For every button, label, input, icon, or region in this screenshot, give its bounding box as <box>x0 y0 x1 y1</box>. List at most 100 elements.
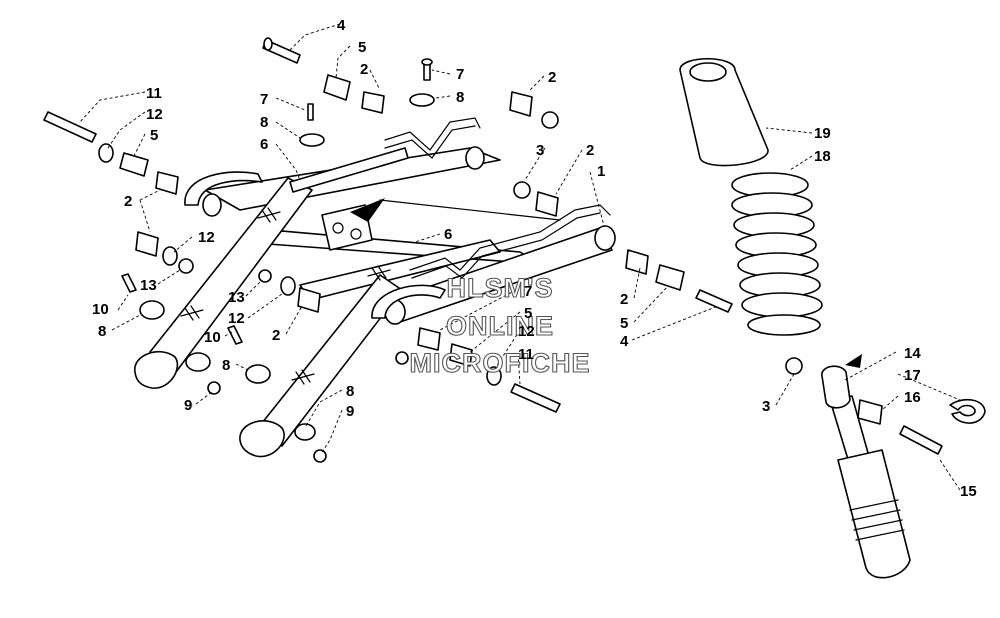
frame-edge <box>379 199 561 221</box>
hardware <box>43 37 733 463</box>
callout-15: 15 <box>960 483 977 500</box>
callout-8-mid: 8 <box>222 357 230 374</box>
bracket-hole-1 <box>332 222 344 234</box>
left-arm-end <box>134 350 179 389</box>
watermark-line-3: MICROFICHE <box>410 348 591 378</box>
callout-12-left: 12 <box>146 106 163 123</box>
callout-12-center: 12 <box>518 323 535 340</box>
left-arm <box>149 177 313 373</box>
washer-left <box>299 133 325 147</box>
nut-9-bottom <box>313 449 327 463</box>
callout-2-right: 2 <box>620 291 628 308</box>
callout-12-left-b: 12 <box>198 229 215 246</box>
rear-tube-end <box>202 193 222 217</box>
callout-9-bottom: 9 <box>346 403 354 420</box>
spacer-center <box>417 327 441 351</box>
callout-7-left: 7 <box>260 91 268 108</box>
watermark: HLSM'S ONLINE MICROFICHE <box>409 272 591 378</box>
hatch-mark-4 <box>291 369 315 385</box>
shock-body-rings <box>849 499 905 541</box>
shock-boot-top <box>689 62 727 82</box>
spacer-2-mid <box>297 287 321 313</box>
spacer-top-right <box>509 91 533 117</box>
coil-spring <box>731 172 823 336</box>
callout-labels: 4 5 2 7 8 2 7 8 6 11 12 5 2 12 13 3 2 1 … <box>92 17 977 500</box>
shock-eye <box>821 365 851 409</box>
callout-8-top: 8 <box>456 89 464 106</box>
callout-16: 16 <box>904 389 921 406</box>
washer-top <box>409 93 435 107</box>
direction-arrow <box>350 198 385 222</box>
callout-6-mid: 6 <box>444 226 452 243</box>
screw-10-left <box>121 273 137 293</box>
spacer-16 <box>857 399 883 425</box>
right-arm-end <box>239 420 285 458</box>
callout-2-lower: 2 <box>272 327 280 344</box>
callout-5-center: 5 <box>524 305 532 322</box>
washer-8-mid-a <box>185 352 211 372</box>
callout-3-shock: 3 <box>762 398 770 415</box>
callout-11-center: 11 <box>518 346 534 363</box>
shock-boot <box>679 57 769 167</box>
watermark-line-2: ONLINE <box>446 311 554 341</box>
nut-13-mid <box>258 269 272 283</box>
washer-8-left <box>139 300 165 320</box>
left-rail-hook <box>184 171 263 206</box>
washer-left-12 <box>98 143 114 163</box>
callout-1: 1 <box>597 163 605 180</box>
clip-17 <box>949 398 986 424</box>
right-main-tube-end <box>594 225 616 251</box>
washer-lower-left <box>162 246 178 266</box>
callout-19: 19 <box>814 125 831 142</box>
callout-8-lower: 8 <box>98 323 106 340</box>
callout-17: 17 <box>904 367 921 384</box>
shock-arrow <box>845 354 862 368</box>
top-rail-bend-2 <box>384 125 476 159</box>
callout-5-left: 5 <box>150 127 158 144</box>
hatch-mark-3 <box>367 265 391 281</box>
shock-assembly <box>679 57 986 579</box>
bolt-left <box>43 111 97 143</box>
nut-3-mid <box>513 181 531 199</box>
callout-9-left: 9 <box>184 397 192 414</box>
nut-center <box>395 351 409 365</box>
spacer-2-right <box>625 249 649 275</box>
hatch-mark-2 <box>180 305 204 321</box>
callout-8-bottom: 8 <box>346 383 354 400</box>
callout-18: 18 <box>814 148 831 165</box>
callout-14: 14 <box>904 345 921 362</box>
bushing-center <box>449 343 473 367</box>
leader-lines <box>79 23 961 491</box>
callout-7-center: 7 <box>524 283 532 300</box>
right-rail-hook <box>371 284 446 319</box>
screw-left <box>307 103 314 121</box>
bushing-left <box>119 152 149 177</box>
bushing-top <box>323 74 351 101</box>
screw-top-head <box>421 58 433 66</box>
bracket-hole-2 <box>350 228 362 240</box>
callout-8-left: 8 <box>260 114 268 131</box>
callout-10-left: 10 <box>92 301 109 318</box>
callout-7-top: 7 <box>456 66 464 83</box>
callout-12-mid: 12 <box>228 310 245 327</box>
bolt-top-head <box>263 37 273 51</box>
nut-3-shock <box>785 357 803 375</box>
callout-3-mid: 3 <box>536 142 544 159</box>
mid-rail-2 <box>411 212 601 279</box>
callout-5-right: 5 <box>620 315 628 332</box>
washer-center <box>486 366 502 386</box>
nut-9-left <box>207 381 221 395</box>
washer-8-mid-b <box>245 364 271 384</box>
callout-2-nut: 2 <box>548 69 556 86</box>
shock-body <box>837 449 911 579</box>
spacer-lower-left <box>135 231 159 257</box>
callout-4-top: 4 <box>337 17 346 34</box>
hatch-mark-1 <box>257 207 281 223</box>
callout-4-right: 4 <box>620 333 629 350</box>
bolt-center <box>510 383 561 413</box>
washer-12-mid <box>280 276 296 296</box>
rear-tube-right-end <box>465 146 485 170</box>
bolt-15 <box>899 425 943 455</box>
callout-2-mid: 2 <box>586 142 594 159</box>
